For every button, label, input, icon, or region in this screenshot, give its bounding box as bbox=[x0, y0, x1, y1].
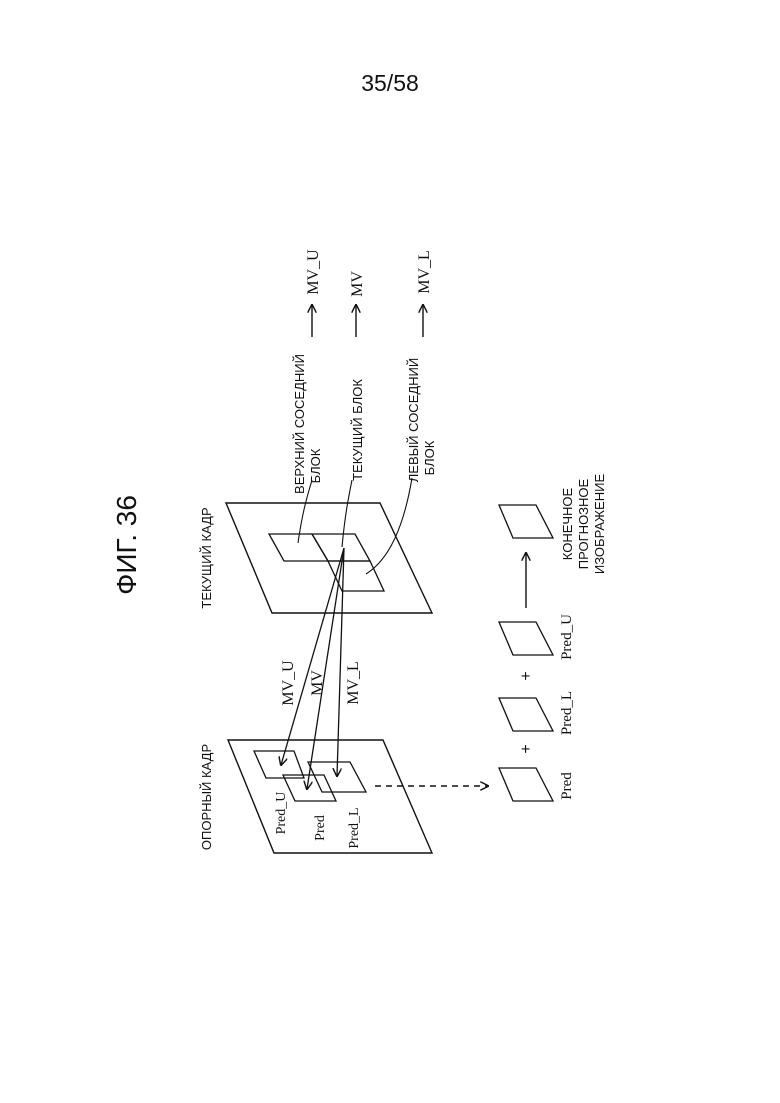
motion-vectors: MV_U MV MV_L bbox=[280, 548, 362, 789]
pred-l-bottom-label: Pred_L bbox=[559, 691, 575, 735]
pred-l-shape bbox=[499, 698, 553, 731]
pred-label: Pred bbox=[313, 815, 328, 841]
pred-u-block bbox=[254, 751, 304, 778]
pred-bottom-label: Pred bbox=[559, 772, 575, 800]
mv-u-label: MV_U bbox=[280, 660, 297, 706]
reference-frame: ОПОРНЫЙ КАДР Pred_U Pred Pred_L bbox=[199, 740, 432, 853]
pred-block bbox=[283, 775, 336, 801]
upper-neighbor-label-2: БЛОК bbox=[308, 448, 323, 483]
left-neighbor-label-1: ЛЕВЫЙ СОСЕДНИЙ bbox=[406, 358, 421, 483]
final-image-label-2: ПРОГНОЗНОЕ bbox=[576, 478, 591, 569]
pred-u-shape bbox=[499, 622, 553, 655]
plus-sign-2: + bbox=[518, 671, 535, 680]
pred-u-label: Pred_U bbox=[274, 792, 289, 835]
mv-label: MV bbox=[309, 670, 326, 696]
pred-u-bottom-label: Pred_U bbox=[559, 614, 575, 660]
pred-l-label: Pred_L bbox=[347, 807, 362, 848]
mv-l-legend: MV_L bbox=[416, 250, 433, 294]
final-image-label-1: КОНЕЧНОЕ bbox=[560, 487, 575, 560]
final-image-label-3: ИЗОБРАЖЕНИЕ bbox=[592, 474, 607, 575]
left-neighbor-label-2: БЛОК bbox=[422, 440, 437, 475]
reference-frame-label: ОПОРНЫЙ КАДР bbox=[199, 744, 214, 850]
mv-l-label: MV_L bbox=[345, 661, 362, 705]
pred-shape bbox=[499, 768, 553, 801]
plus-sign-1: + bbox=[518, 744, 535, 753]
block-labels: ВЕРХНИЙ СОСЕДНИЙ БЛОК ТЕКУЩИЙ БЛОК ЛЕВЫЙ… bbox=[292, 354, 437, 494]
final-prediction-shape bbox=[499, 505, 553, 538]
current-frame-label: ТЕКУЩИЙ КАДР bbox=[199, 507, 214, 608]
mv-legend: MV bbox=[349, 271, 366, 297]
current-block-label: ТЕКУЩИЙ БЛОК bbox=[350, 379, 365, 481]
vector-legend: MV_U MV MV_L bbox=[305, 249, 433, 337]
figure-title: ФИГ. 36 bbox=[111, 495, 142, 595]
mv-u-legend: MV_U bbox=[305, 249, 322, 295]
prediction-sum: + + Pred Pred_L Pred_U КОНЕЧНОЕ ПРОГНОЗН… bbox=[499, 474, 607, 801]
current-frame: ТЕКУЩИЙ КАДР bbox=[199, 478, 432, 613]
upper-neighbor-label-1: ВЕРХНИЙ СОСЕДНИЙ bbox=[292, 354, 307, 494]
